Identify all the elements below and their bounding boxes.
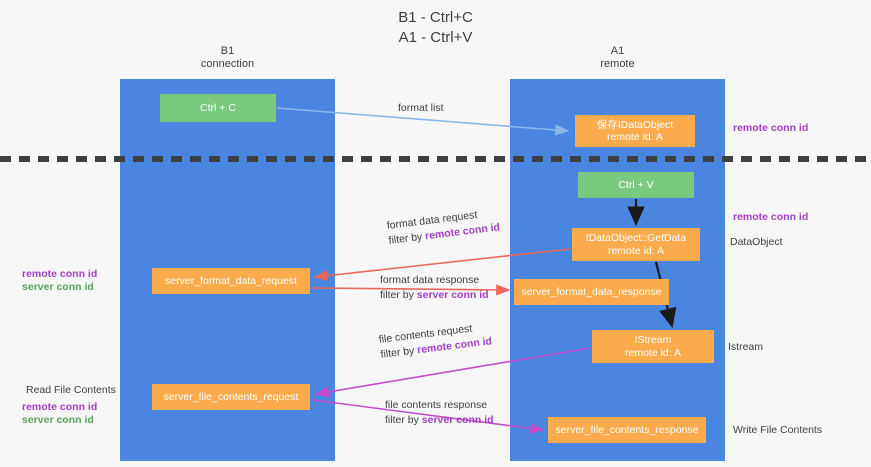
flow-label-format-data-response-text: format data response xyxy=(380,274,480,286)
label-left-server-conn-id-2: server conn id xyxy=(22,414,94,426)
label-istream: Istream xyxy=(728,341,764,353)
label-left-conn-ids-bottom: remote conn id server conn id xyxy=(22,401,97,427)
box-ctrl-v[interactable]: Ctrl + V xyxy=(578,172,694,198)
flow-label-format-data-response: format data response filter by server co… xyxy=(380,273,489,303)
flow-label-file-contents-response-text: file contents response xyxy=(385,399,488,411)
box-server-file-contents-response[interactable]: server_file_contents_response xyxy=(548,417,706,443)
box-istream[interactable]: IStream remote id: A xyxy=(592,330,714,363)
filter-prefix: filter by xyxy=(379,344,418,361)
box-server-format-data-response[interactable]: server_format_data_response xyxy=(514,279,669,305)
flow-label-file-contents-request: file contents request filter by remote c… xyxy=(378,319,493,362)
label-remote-conn-id-top: remote conn id xyxy=(733,122,809,134)
box-idataobject-getdata[interactable]: IDataObject::GetData remote id: A xyxy=(572,228,700,261)
label-read-file-contents: Read File Contents xyxy=(26,384,116,396)
column-header-a1: A1 remote xyxy=(600,45,635,70)
phase-divider xyxy=(0,156,871,162)
label-left-remote-conn-id: remote conn id xyxy=(22,268,98,280)
filter-prefix: filter by xyxy=(385,414,422,426)
box-server-file-contents-request[interactable]: server_file_contents_request xyxy=(152,384,310,410)
filter-prefix: filter by xyxy=(380,289,417,301)
column-header-b1: B1 connection xyxy=(200,45,255,70)
diagram-title: B1 - Ctrl+C A1 - Ctrl+V xyxy=(398,9,473,46)
flow-label-file-contents-response-filter: filter by server conn id xyxy=(385,413,494,428)
box-server-format-data-request[interactable]: server_format_data_request xyxy=(152,268,310,294)
flow-label-format-list: format list xyxy=(398,101,444,116)
label-remote-conn-id-mid: remote conn id xyxy=(733,211,809,223)
filter-prefix: filter by xyxy=(387,230,426,247)
flow-label-format-data-request: format data request filter by remote con… xyxy=(386,205,501,248)
label-write-file-contents: Write File Contents xyxy=(733,424,823,436)
box-ctrl-c[interactable]: Ctrl + C xyxy=(160,94,276,122)
filter-key-server-conn-id: server conn id xyxy=(421,414,494,426)
flow-label-file-contents-response: file contents response filter by server … xyxy=(385,398,494,428)
box-save-idataobject[interactable]: 保存IDataObject remote id: A xyxy=(575,115,695,147)
flow-label-format-data-response-filter: filter by server conn id xyxy=(380,288,489,303)
filter-key-server-conn-id: server conn id xyxy=(416,289,489,301)
label-left-server-conn-id: server conn id xyxy=(22,281,94,293)
label-dataobject: DataObject xyxy=(730,236,783,248)
label-left-conn-ids-top: remote conn id server conn id xyxy=(22,268,97,294)
flow-label-format-list-text: format list xyxy=(398,102,444,114)
label-left-remote-conn-id-2: remote conn id xyxy=(22,401,98,413)
